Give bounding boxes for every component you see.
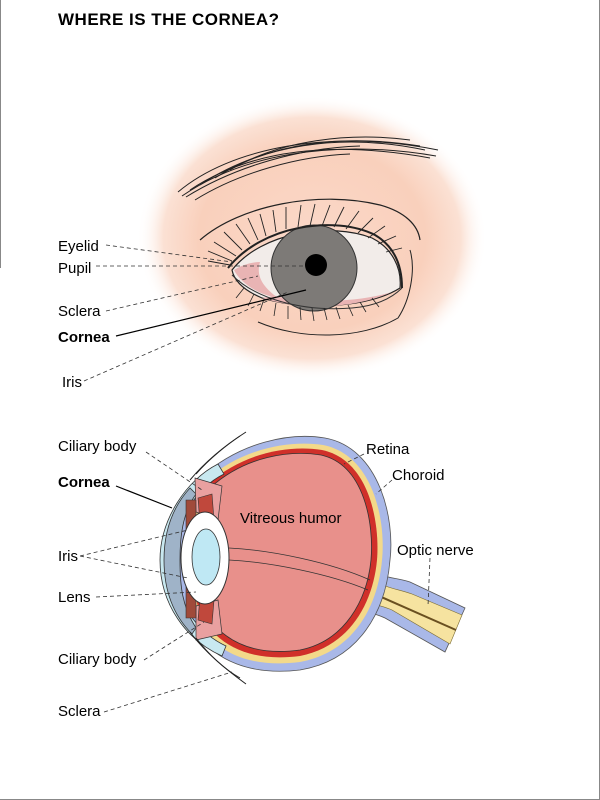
vitreous-line-bottom: [228, 559, 369, 591]
label-lens: Lens: [58, 589, 91, 606]
eyebrow: [177, 136, 439, 201]
vitreous-line-top: [228, 547, 371, 581]
leader-iris-top: [79, 529, 189, 557]
front-leader-lines: [83, 244, 307, 382]
upper-eyelashes: [207, 203, 403, 266]
label-pupil: Pupil: [58, 260, 91, 277]
lower-eyelid: [231, 274, 403, 310]
label-vitreous-humor: Vitreous humor: [240, 510, 341, 527]
eye-sclera-pink: [234, 262, 278, 298]
leader-iris-bottom: [79, 555, 189, 579]
leader-cornea-section: [115, 485, 173, 509]
front-view-eye: Eyelid Pupil Sclera Cornea Iris: [58, 96, 487, 391]
section-leader-lines: [79, 451, 431, 713]
leader-sclera: [105, 275, 259, 312]
eyelid-crease: [199, 198, 421, 241]
label-optic-nerve: Optic nerve: [397, 542, 474, 559]
label-eyelid: Eyelid: [58, 238, 99, 255]
label-sclera: Sclera: [58, 303, 101, 320]
leader-iris: [83, 291, 289, 382]
lower-lid-section-2: [195, 637, 241, 679]
optic-nerve-core: [369, 591, 457, 631]
label-ciliary-body-top: Ciliary body: [58, 438, 137, 455]
leader-ciliary-bottom: [143, 621, 205, 661]
page-title: WHERE IS THE CORNEA?: [58, 10, 280, 29]
leader-optic-nerve: [427, 557, 431, 607]
lower-eyelashes: [235, 287, 380, 322]
leader-cornea: [115, 289, 307, 337]
label-ciliary-body-bottom: Ciliary body: [58, 651, 137, 668]
upper-lid-section-2: [195, 435, 241, 475]
cheek-contour: [257, 249, 413, 336]
leader-ciliary-top: [145, 451, 203, 491]
leader-sclera-section: [103, 671, 233, 713]
leader-choroid: [375, 479, 393, 495]
frame-left-edge: [0, 0, 1, 268]
label-choroid: Choroid: [392, 467, 445, 484]
cornea-section: [163, 487, 197, 635]
leader-lens: [95, 591, 197, 598]
lens-inner: [191, 528, 221, 586]
label-iris-section: Iris: [58, 548, 78, 565]
label-cornea-front: Cornea: [58, 329, 110, 346]
label-sclera-section: Sclera: [58, 703, 101, 720]
label-cornea-section: Cornea: [58, 474, 110, 491]
cross-section-eye: Ciliary body Cornea Iris Lens Ciliary bo…: [58, 431, 474, 720]
pupil-front: [305, 254, 327, 276]
label-iris-front: Iris: [62, 374, 82, 391]
label-retina: Retina: [366, 441, 410, 458]
leader-retina: [343, 453, 365, 465]
leader-eyelid: [105, 244, 233, 263]
